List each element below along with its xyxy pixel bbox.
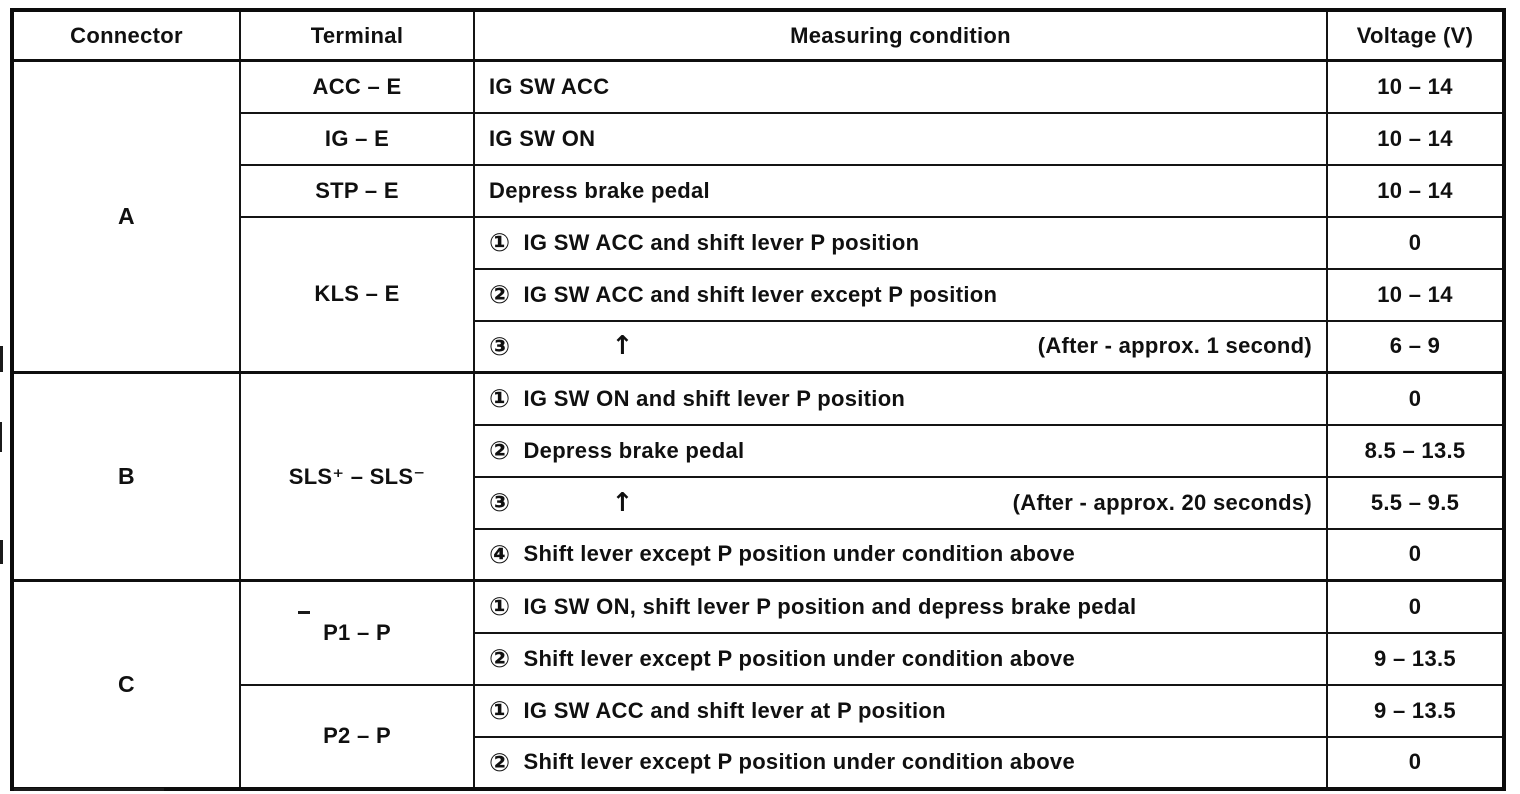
table-row: ② Shift lever except P position under co… <box>12 631 1505 686</box>
circled-number-2: ② <box>489 280 511 309</box>
table-row: P2 – P ① IG SW ACC and shift lever at P … <box>12 683 1505 790</box>
table-row: C P1 – P ① IG SW ON, shift lever P posit… <box>11 579 1505 790</box>
condition-cell: IG SW ACC <box>473 59 1328 114</box>
table-row: ③ ↑ (After - approx. 1 second) 6 – 9 <box>12 319 1505 374</box>
voltage-cell: 9 – 13.5 <box>1326 683 1505 738</box>
circled-number-2: ② <box>489 747 511 777</box>
circled-number-2: ② <box>489 436 511 465</box>
voltage-cell: 0 <box>1326 371 1505 426</box>
table-row: A ACC – E IG SW ACC 10 – 14 <box>11 59 1505 374</box>
circled-number-2: ② <box>489 644 511 673</box>
voltage-cell: 5.5 – 9.5 <box>1326 475 1505 530</box>
col-header-connector: Connector <box>11 9 241 62</box>
scan-artifact-edge <box>0 422 2 452</box>
terminal-cell-ig-e: IG – E <box>239 111 475 166</box>
condition-text: IG SW ON, shift lever P position and dep… <box>523 593 1137 619</box>
condition-text: Shift lever except P position under cond… <box>523 749 1076 774</box>
condition-text: Depress brake pedal <box>489 177 710 203</box>
terminal-cell-p2-p: P2 – P <box>239 683 475 790</box>
circled-number-1: ① <box>489 384 511 414</box>
condition-cell: ③ ↑ (After - approx. 1 second) <box>473 319 1328 374</box>
condition-text: IG SW ACC and shift lever P position <box>523 229 920 255</box>
voltage-cell: 8.5 – 13.5 <box>1326 423 1505 478</box>
terminal-cell-acc-e: ACC – E <box>239 59 475 114</box>
col-header-terminal: Terminal <box>239 9 475 62</box>
condition-text: IG SW ON <box>489 125 596 151</box>
table-row: ③ ↑ (After - approx. 20 seconds) 5.5 – 9… <box>12 475 1505 530</box>
table-row: KLS – E ① IG SW ACC and shift lever P po… <box>12 215 1505 374</box>
voltage-cell: 0 <box>1326 215 1505 270</box>
condition-cell: ② Depress brake pedal <box>473 423 1328 478</box>
circled-number-1: ① <box>489 696 511 725</box>
voltage-cell: 10 – 14 <box>1326 111 1505 166</box>
condition-cell: IG SW ON <box>473 111 1328 166</box>
col-header-measuring-condition: Measuring condition <box>473 9 1328 62</box>
voltage-cell: 9 – 13.5 <box>1326 631 1505 686</box>
voltage-measurement-table: Connector Terminal Measuring condition V… <box>10 8 1506 791</box>
scan-artifact-edge <box>14 788 164 791</box>
table-row: IG – E IG SW ON 10 – 14 <box>12 111 1505 166</box>
circled-number-4: ④ <box>489 539 511 569</box>
condition-text: IG SW ACC <box>489 73 610 99</box>
condition-cell: ③ ↑ (After - approx. 20 seconds) <box>473 475 1328 530</box>
condition-text: Depress brake pedal <box>523 437 745 463</box>
connector-cell-b: B <box>11 371 241 582</box>
connector-cell-c: C <box>11 579 241 790</box>
terminal-cell-sls: SLS⁺ – SLS⁻ <box>239 371 475 582</box>
ditto-up-arrow-icon: ↑ <box>611 487 634 518</box>
condition-cell: ② Shift lever except P position under co… <box>473 631 1328 686</box>
table-row: ② Depress brake pedal 8.5 – 13.5 <box>12 423 1505 478</box>
condition-cell: ④ Shift lever except P position under co… <box>473 527 1328 582</box>
condition-suffix: (After - approx. 1 second) <box>1037 333 1312 359</box>
terminal-cell-stp-e: STP – E <box>239 163 475 218</box>
header-row: Connector Terminal Measuring condition V… <box>11 9 1505 62</box>
condition-suffix: (After - approx. 20 seconds) <box>1012 489 1312 515</box>
voltage-cell: 10 – 14 <box>1326 59 1505 114</box>
condition-text: Shift lever except P position under cond… <box>523 541 1076 567</box>
scan-artifact-edge <box>0 346 3 372</box>
terminal-cell-p1-p: P1 – P <box>239 579 475 686</box>
circled-number-3: ③ <box>489 488 511 517</box>
terminal-cell-kls-e: KLS – E <box>239 215 475 374</box>
scan-artifact-dash <box>298 611 310 614</box>
voltage-cell: 0 <box>1326 579 1505 634</box>
condition-text: Shift lever except P position under cond… <box>523 645 1076 671</box>
scan-artifact-edge <box>0 540 3 564</box>
table-row: STP – E Depress brake pedal 10 – 14 <box>12 163 1505 218</box>
condition-cell: ② IG SW ACC and shift lever except P pos… <box>473 267 1328 322</box>
connector-cell-a: A <box>11 59 241 374</box>
circled-number-1: ① <box>489 592 511 622</box>
table-row: ② IG SW ACC and shift lever except P pos… <box>12 267 1505 322</box>
condition-cell: ② Shift lever except P position under co… <box>473 735 1328 790</box>
circled-number-3: ③ <box>489 331 511 361</box>
condition-cell: Depress brake pedal <box>473 163 1328 218</box>
condition-text: IG SW ON and shift lever P position <box>523 385 906 411</box>
table-row: ④ Shift lever except P position under co… <box>12 527 1505 582</box>
condition-text: IG SW ACC and shift lever at P position <box>523 697 946 723</box>
voltage-cell: 10 – 14 <box>1326 267 1505 322</box>
circled-number-1: ① <box>489 228 511 257</box>
table-row: ② Shift lever except P position under co… <box>12 735 1505 790</box>
condition-cell: ① IG SW ACC and shift lever P position <box>473 215 1328 270</box>
voltage-cell: 0 <box>1326 735 1505 790</box>
voltage-cell: 10 – 14 <box>1326 163 1505 218</box>
condition-cell: ① IG SW ACC and shift lever at P positio… <box>473 683 1328 738</box>
condition-cell: ① IG SW ON and shift lever P position <box>473 371 1328 426</box>
condition-text: IG SW ACC and shift lever except P posit… <box>523 281 998 307</box>
ditto-up-arrow-icon: ↑ <box>611 331 634 362</box>
table-row: B SLS⁺ – SLS⁻ ① IG SW ON and shift lever… <box>11 371 1505 582</box>
condition-cell: ① IG SW ON, shift lever P position and d… <box>473 579 1328 634</box>
voltage-cell: 6 – 9 <box>1326 319 1505 374</box>
voltage-cell: 0 <box>1326 527 1505 582</box>
col-header-voltage: Voltage (V) <box>1326 9 1505 62</box>
